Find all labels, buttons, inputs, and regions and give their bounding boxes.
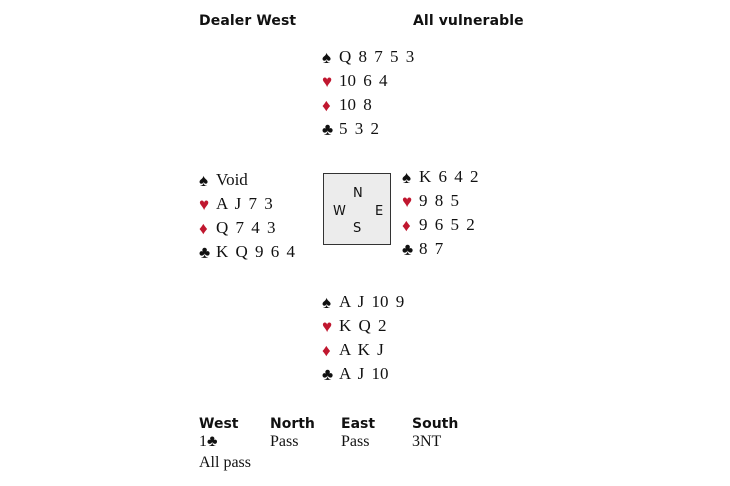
- east-clubs: 8 7: [419, 239, 444, 258]
- auction-header-east: East: [341, 416, 376, 432]
- north-hearts: 10 6 4: [339, 71, 388, 90]
- north-spades: Q 8 7 5 3: [339, 47, 415, 66]
- west-spades-row: ♠ Void: [199, 168, 295, 192]
- auction-header-north: North: [270, 416, 315, 432]
- compass-west: W: [333, 204, 346, 219]
- heart-icon: ♥: [402, 191, 413, 211]
- club-icon: ♣: [207, 433, 218, 450]
- spade-icon: ♠: [322, 47, 332, 67]
- spade-icon: ♠: [322, 292, 332, 312]
- west-hearts-row: ♥ A J 7 3: [199, 192, 295, 216]
- auction-header-south: South: [412, 416, 459, 432]
- west-diamonds-row: ♦ Q 7 4 3: [199, 216, 295, 240]
- club-icon: ♣: [322, 364, 334, 384]
- vulnerability-label: All vulnerable: [413, 13, 524, 29]
- east-clubs-row: ♣ 8 7: [402, 237, 479, 261]
- north-clubs: 5 3 2: [339, 119, 379, 138]
- south-spades: A J 10 9: [339, 292, 405, 311]
- dealer-label: Dealer West: [199, 13, 297, 29]
- south-clubs-row: ♣ A J 10: [322, 362, 404, 386]
- south-hearts-row: ♥ K Q 2: [322, 314, 404, 338]
- west-hearts: A J 7 3: [216, 194, 273, 213]
- auction-bid-all-pass: All pass: [199, 454, 251, 471]
- east-hearts-row: ♥ 9 8 5: [402, 189, 479, 213]
- heart-icon: ♥: [199, 194, 210, 214]
- east-spades-row: ♠ K 6 4 2: [402, 165, 479, 189]
- diamond-icon: ♦: [322, 340, 331, 360]
- south-diamonds-row: ♦ A K J: [322, 338, 404, 362]
- auction-bid-north: Pass: [270, 433, 299, 450]
- north-diamonds-row: ♦ 10 8: [322, 93, 414, 117]
- compass-north: N: [353, 186, 363, 201]
- club-icon: ♣: [402, 239, 414, 259]
- diamond-icon: ♦: [322, 95, 331, 115]
- north-hearts-row: ♥ 10 6 4: [322, 69, 414, 93]
- compass-east: E: [375, 204, 384, 219]
- south-hand: ♠ A J 10 9 ♥ K Q 2 ♦ A K J ♣ A J 10: [322, 290, 404, 386]
- spade-icon: ♠: [199, 170, 209, 190]
- south-hearts: K Q 2: [339, 316, 387, 335]
- diamond-icon: ♦: [199, 218, 208, 238]
- north-clubs-row: ♣ 5 3 2: [322, 117, 414, 141]
- heart-icon: ♥: [322, 71, 333, 91]
- auction-bid-south: 3NT: [412, 433, 442, 450]
- diamond-icon: ♦: [402, 215, 411, 235]
- spade-icon: ♠: [402, 167, 412, 187]
- heart-icon: ♥: [322, 316, 333, 336]
- west-spades: Void: [216, 170, 248, 189]
- north-spades-row: ♠ Q 8 7 5 3: [322, 45, 414, 69]
- north-hand: ♠ Q 8 7 5 3 ♥ 10 6 4 ♦ 10 8 ♣ 5 3 2: [322, 45, 414, 141]
- auction-bid-west: 1♣: [199, 433, 218, 451]
- east-hand: ♠ K 6 4 2 ♥ 9 8 5 ♦ 9 6 5 2 ♣ 8 7: [402, 165, 479, 261]
- west-clubs: K Q 9 6 4: [216, 242, 296, 261]
- east-hearts: 9 8 5: [419, 191, 459, 210]
- north-diamonds: 10 8: [339, 95, 372, 114]
- club-icon: ♣: [199, 242, 211, 262]
- auction-header-west: West: [199, 416, 239, 432]
- bid-level: 1: [199, 433, 207, 450]
- west-clubs-row: ♣ K Q 9 6 4: [199, 240, 295, 264]
- south-diamonds: A K J: [339, 340, 384, 359]
- compass-south: S: [353, 221, 362, 236]
- south-clubs: A J 10: [339, 364, 389, 383]
- east-diamonds: 9 6 5 2: [419, 215, 475, 234]
- compass-box: N W E S: [323, 173, 391, 245]
- east-spades: K 6 4 2: [419, 167, 479, 186]
- auction-bid-east: Pass: [341, 433, 370, 450]
- west-diamonds: Q 7 4 3: [216, 218, 276, 237]
- south-spades-row: ♠ A J 10 9: [322, 290, 404, 314]
- west-hand: ♠ Void ♥ A J 7 3 ♦ Q 7 4 3 ♣ K Q 9 6 4: [199, 168, 295, 264]
- east-diamonds-row: ♦ 9 6 5 2: [402, 213, 479, 237]
- club-icon: ♣: [322, 119, 334, 139]
